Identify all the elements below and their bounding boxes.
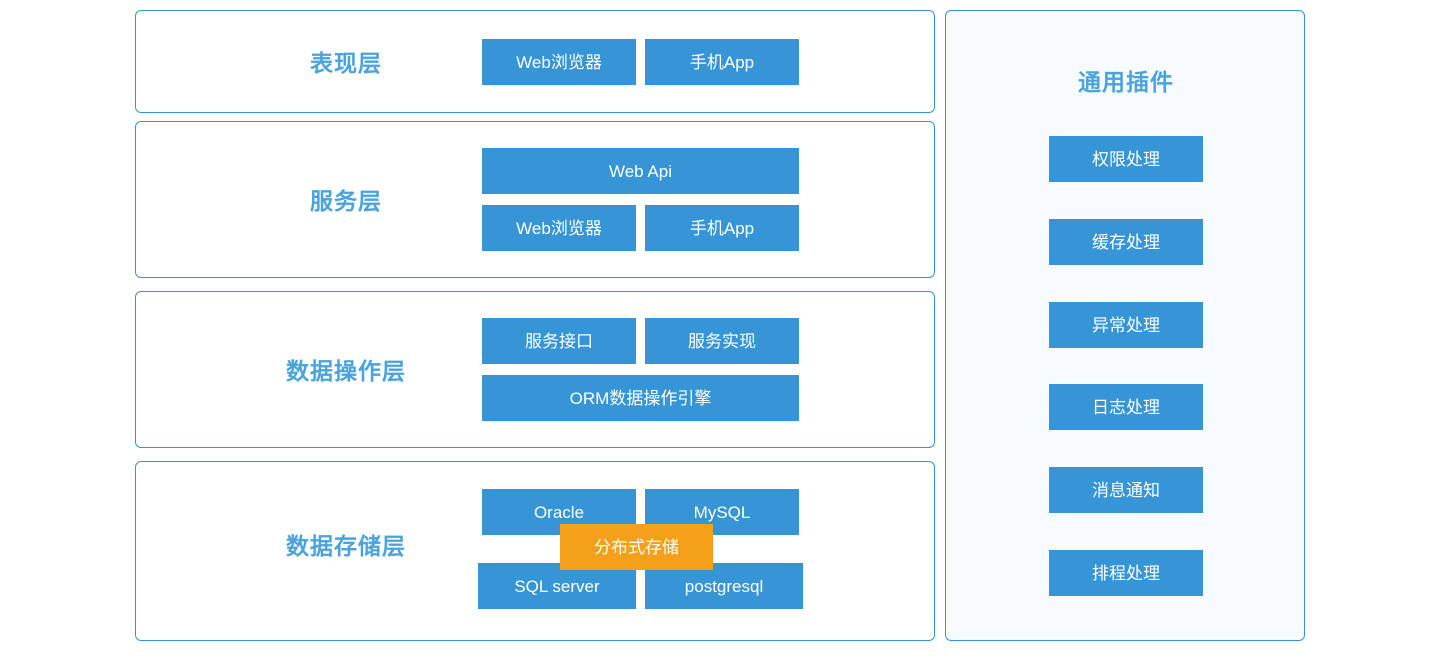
- box-service-implementation[interactable]: 服务实现: [645, 318, 799, 364]
- layer-title-presentation: 表现层: [310, 50, 382, 76]
- box-mobile-app[interactable]: 手机App: [645, 39, 799, 85]
- box-service-interface[interactable]: 服务接口: [482, 318, 636, 364]
- layer-title-service: 服务层: [310, 188, 382, 214]
- box-web-browser[interactable]: Web浏览器: [482, 205, 636, 251]
- box-web-browser[interactable]: Web浏览器: [482, 39, 636, 85]
- layer-panel-presentation: 表现层 Web浏览器 手机App: [135, 10, 935, 113]
- box-distributed-storage[interactable]: 分布式存储: [560, 524, 713, 570]
- layer-panel-data-storage: 数据存储层 Oracle MySQL SQL server postgresql…: [135, 461, 935, 641]
- plugin-item-message-notification[interactable]: 消息通知: [1049, 467, 1203, 513]
- layer-panel-service: 服务层 Web Api Web浏览器 手机App: [135, 121, 935, 278]
- plugin-item-cache[interactable]: 缓存处理: [1049, 219, 1203, 265]
- plugin-item-logging[interactable]: 日志处理: [1049, 384, 1203, 430]
- plugin-panel-title: 通用插件: [1078, 69, 1174, 95]
- box-mobile-app[interactable]: 手机App: [645, 205, 799, 251]
- box-web-api[interactable]: Web Api: [482, 148, 799, 194]
- plugin-item-scheduling[interactable]: 排程处理: [1049, 550, 1203, 596]
- box-postgresql[interactable]: postgresql: [645, 563, 803, 609]
- box-orm-engine[interactable]: ORM数据操作引擎: [482, 375, 799, 421]
- box-mysql[interactable]: MySQL: [645, 489, 799, 535]
- layer-panel-data-operation: 数据操作层 服务接口 服务实现 ORM数据操作引擎: [135, 291, 935, 448]
- box-sql-server[interactable]: SQL server: [478, 563, 636, 609]
- layer-title-data-storage: 数据存储层: [286, 533, 406, 559]
- layer-title-data-operation: 数据操作层: [286, 358, 406, 384]
- plugin-item-exception[interactable]: 异常处理: [1049, 302, 1203, 348]
- plugin-panel: 通用插件 权限处理 缓存处理 异常处理 日志处理 消息通知 排程处理: [945, 10, 1305, 641]
- plugin-item-permission[interactable]: 权限处理: [1049, 136, 1203, 182]
